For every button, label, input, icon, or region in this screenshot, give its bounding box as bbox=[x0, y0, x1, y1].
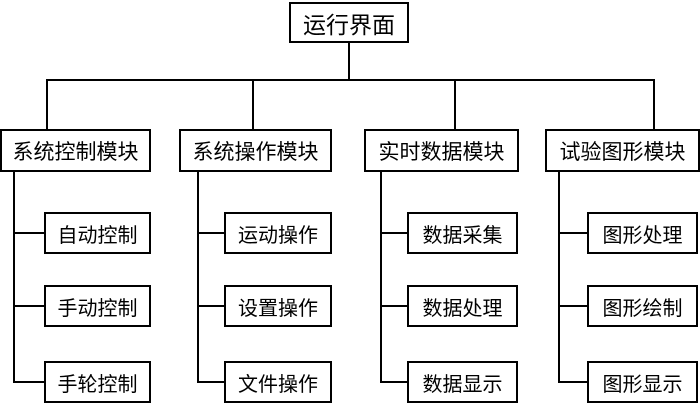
sub-node-auto-control: 自动控制 bbox=[44, 212, 151, 254]
module-node-label: 系统控制模块 bbox=[12, 139, 139, 164]
module-node-label: 系统操作模块 bbox=[192, 139, 319, 164]
sub-node-handwheel-control: 手轮控制 bbox=[44, 361, 151, 403]
sub-node-label: 自动控制 bbox=[57, 222, 138, 247]
sub-node-label: 手轮控制 bbox=[57, 371, 138, 396]
sub-node-label: 图形显示 bbox=[602, 371, 683, 396]
module-node-label: 实时数据模块 bbox=[378, 139, 505, 164]
sub-node-label: 数据采集 bbox=[422, 222, 503, 247]
sub-node-label: 文件操作 bbox=[238, 371, 318, 396]
module-node-label: 试验图形模块 bbox=[559, 139, 686, 164]
sub-node-file-operation: 文件操作 bbox=[224, 361, 332, 403]
module-node-realtime-data: 实时数据模块 bbox=[364, 129, 519, 172]
sub-node-settings-operation: 设置操作 bbox=[224, 285, 332, 327]
root-node: 运行界面 bbox=[289, 2, 409, 43]
sub-node-graphics-drawing: 图形绘制 bbox=[587, 285, 698, 327]
sub-node-data-processing: 数据处理 bbox=[407, 285, 518, 327]
sub-node-label: 设置操作 bbox=[238, 295, 318, 320]
module-node-system-control: 系统控制模块 bbox=[0, 129, 151, 172]
sub-node-label: 图形绘制 bbox=[602, 295, 683, 320]
sub-node-graphics-processing: 图形处理 bbox=[587, 212, 698, 254]
sub-node-manual-control: 手动控制 bbox=[44, 285, 151, 327]
sub-node-data-acquisition: 数据采集 bbox=[407, 212, 518, 254]
sub-node-label: 手动控制 bbox=[57, 295, 138, 320]
module-node-test-graphics: 试验图形模块 bbox=[545, 129, 700, 172]
sub-node-graphics-display: 图形显示 bbox=[587, 361, 698, 403]
sub-node-data-display: 数据显示 bbox=[407, 361, 518, 403]
root-node-label: 运行界面 bbox=[303, 12, 395, 39]
sub-node-label: 数据处理 bbox=[422, 295, 503, 320]
module-node-system-operation: 系统操作模块 bbox=[179, 129, 332, 172]
sub-node-label: 运动操作 bbox=[238, 222, 318, 247]
sub-node-motion-operation: 运动操作 bbox=[224, 212, 332, 254]
sub-node-label: 图形处理 bbox=[602, 222, 683, 247]
sub-node-label: 数据显示 bbox=[422, 371, 503, 396]
